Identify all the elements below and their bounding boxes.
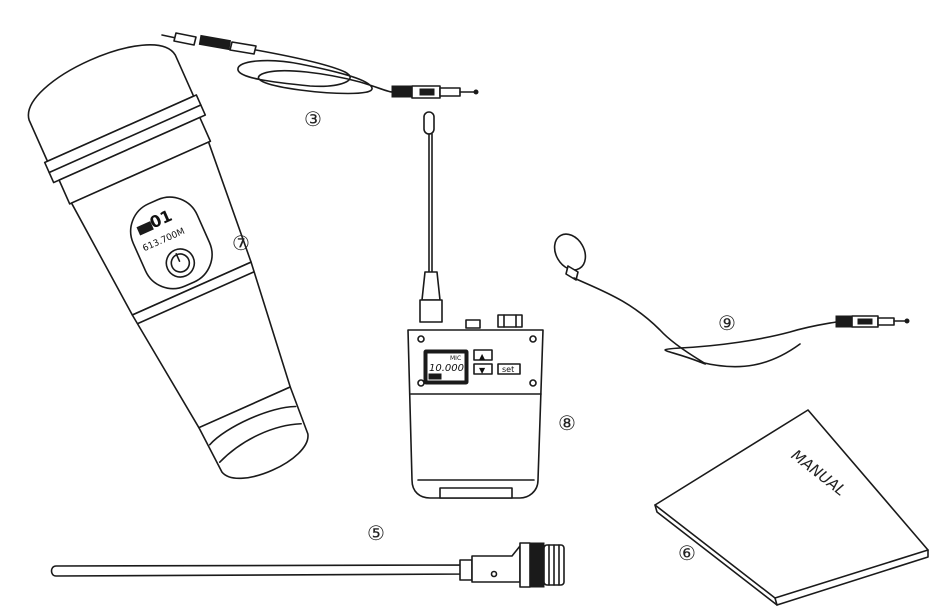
bodypack-transmitter xyxy=(407,111,544,499)
lavalier-callout: ⑨ xyxy=(718,311,736,335)
manual-booklet xyxy=(654,409,929,606)
mic-callout: ⑦ xyxy=(232,231,250,255)
bodypack-up-key: ▲ xyxy=(479,352,486,361)
bodypack-set-key: set xyxy=(502,365,514,374)
cable-callout: ③ xyxy=(304,107,322,131)
antenna xyxy=(50,542,565,588)
lavalier-microphone xyxy=(553,233,910,368)
antenna-callout: ⑤ xyxy=(367,521,385,545)
bodypack-callout: ⑧ xyxy=(558,411,576,435)
instrument-cable xyxy=(161,32,479,99)
bodypack-frequency: 10.000 xyxy=(429,363,464,374)
manual-callout: ⑥ xyxy=(678,541,696,565)
handheld-microphone xyxy=(27,44,309,480)
bodypack-mode: MIC xyxy=(450,355,461,362)
bodypack-down-key: ▼ xyxy=(479,366,486,375)
